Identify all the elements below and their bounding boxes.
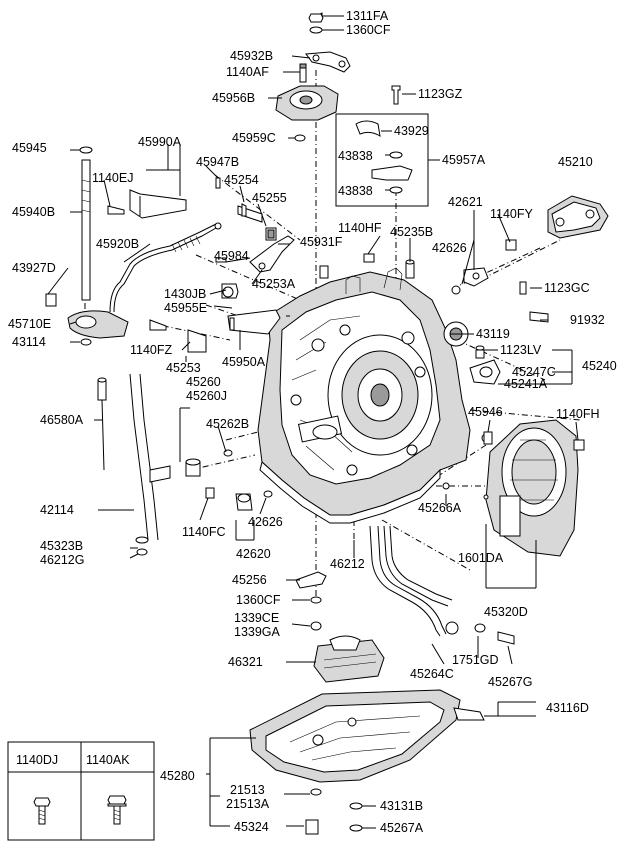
part-label-42626-low[interactable]: 42626 <box>248 515 283 529</box>
part-label-45947B[interactable]: 45947B <box>196 155 239 169</box>
leader-lines <box>47 15 579 829</box>
part-label-1339CE[interactable]: 1339CE <box>234 611 279 625</box>
part-label-43114[interactable]: 43114 <box>12 335 46 349</box>
mounting-bracket <box>505 195 609 295</box>
part-label-45247C[interactable]: 45247C <box>512 365 556 379</box>
part-label-1123LV[interactable]: 1123LV <box>500 343 542 357</box>
part-label-45255[interactable]: 45255 <box>252 191 287 205</box>
part-label-21513[interactable]: 21513 <box>230 783 265 797</box>
part-label-45932B[interactable]: 45932B <box>230 49 273 63</box>
part-number-labels: 1311FA 1360CF 45932B 1140AF 45956B 1123G… <box>8 9 617 835</box>
part-label-45984[interactable]: 45984 <box>214 249 249 263</box>
part-label-45324[interactable]: 45324 <box>234 820 269 834</box>
part-label-45267G[interactable]: 45267G <box>488 675 532 689</box>
part-label-45957A[interactable]: 45957A <box>442 153 486 167</box>
legend-col-1140DJ: 1140DJ <box>16 753 58 767</box>
bolt-1140DJ-icon <box>33 797 51 825</box>
part-label-21513A[interactable]: 21513A <box>226 797 270 811</box>
part-label-43131B[interactable]: 43131B <box>380 799 423 813</box>
part-label-42620[interactable]: 42620 <box>236 547 271 561</box>
part-label-45253[interactable]: 45253 <box>166 361 201 375</box>
select-cable <box>109 222 222 313</box>
case-cover <box>481 419 585 557</box>
part-label-45260[interactable]: 45260 <box>186 375 221 389</box>
inhibitor-switch-group <box>275 12 401 142</box>
bolt-1140AK-icon <box>107 795 127 825</box>
part-label-45950A[interactable]: 45950A <box>222 355 266 369</box>
part-label-1140FY[interactable]: 1140FY <box>490 207 534 221</box>
part-label-46321[interactable]: 46321 <box>228 655 263 669</box>
part-label-45946[interactable]: 45946 <box>468 405 503 419</box>
part-label-45931F[interactable]: 45931F <box>300 235 343 249</box>
part-label-45940B[interactable]: 45940B <box>12 205 55 219</box>
part-label-1140EJ[interactable]: 1140EJ <box>92 171 133 185</box>
pressure-switch-group <box>185 431 493 511</box>
part-label-45323B[interactable]: 45323B <box>40 539 83 553</box>
part-label-43119[interactable]: 43119 <box>476 327 510 341</box>
part-label-1311FA[interactable]: 1311FA <box>346 9 389 23</box>
part-label-43116D[interactable]: 43116D <box>546 701 589 715</box>
part-label-45267A[interactable]: 45267A <box>380 821 424 835</box>
part-label-46580A[interactable]: 46580A <box>40 413 84 427</box>
part-label-45955E[interactable]: 45955E <box>164 301 207 315</box>
detent-linkage <box>149 177 295 353</box>
speed-sensor-box <box>335 113 440 207</box>
part-label-1123GZ[interactable]: 1123GZ <box>418 87 463 101</box>
part-label-43838-b[interactable]: 43838 <box>338 184 373 198</box>
part-label-1360CF-low[interactable]: 1360CF <box>236 593 281 607</box>
part-label-91932[interactable]: 91932 <box>570 313 605 327</box>
part-label-42626-top[interactable]: 42626 <box>432 241 467 255</box>
part-label-45959C[interactable]: 45959C <box>232 131 276 145</box>
part-label-1140FC[interactable]: 1140FC <box>182 525 226 539</box>
part-label-1360CF-top[interactable]: 1360CF <box>346 23 391 37</box>
part-label-1140FH[interactable]: 1140FH <box>556 407 600 421</box>
part-label-45280[interactable]: 45280 <box>160 769 195 783</box>
part-label-1140AF[interactable]: 1140AF <box>226 65 269 79</box>
part-label-46212[interactable]: 46212 <box>330 557 365 571</box>
part-label-45235B[interactable]: 45235B <box>390 225 433 239</box>
part-label-42621[interactable]: 42621 <box>448 195 483 209</box>
legend-col-1140AK: 1140AK <box>86 753 130 767</box>
part-label-1601DA[interactable]: 1601DA <box>458 551 504 565</box>
part-label-1430JB[interactable]: 1430JB <box>164 287 206 301</box>
oil-pan <box>249 689 485 835</box>
part-label-45262B[interactable]: 45262B <box>206 417 249 431</box>
part-label-45266A[interactable]: 45266A <box>418 501 462 515</box>
part-label-42114[interactable]: 42114 <box>40 503 74 517</box>
part-label-43927D[interactable]: 43927D <box>12 261 56 275</box>
bolt-legend-table: 1140DJ 1140AK <box>7 741 155 841</box>
part-label-45945[interactable]: 45945 <box>12 141 47 155</box>
part-label-1751GD[interactable]: 1751GD <box>452 653 499 667</box>
part-label-1123GC[interactable]: 1123GC <box>544 281 590 295</box>
part-label-45710E[interactable]: 45710E <box>8 317 51 331</box>
oil-filter-group <box>295 571 385 683</box>
speed-sensor-parts <box>319 253 489 295</box>
part-label-45256[interactable]: 45256 <box>232 573 267 587</box>
part-label-1140HF[interactable]: 1140HF <box>338 221 382 235</box>
manual-shaft-group <box>45 146 187 346</box>
part-label-45264C[interactable]: 45264C <box>410 667 454 681</box>
part-label-43929[interactable]: 43929 <box>394 124 429 138</box>
part-label-45920B[interactable]: 45920B <box>96 237 139 251</box>
part-label-45253A[interactable]: 45253A <box>252 277 296 291</box>
part-label-45210[interactable]: 45210 <box>558 155 593 169</box>
part-label-45240[interactable]: 45240 <box>582 359 617 373</box>
part-label-46212G[interactable]: 46212G <box>40 553 84 567</box>
part-label-45254[interactable]: 45254 <box>224 173 259 187</box>
part-label-43838-a[interactable]: 43838 <box>338 149 373 163</box>
part-label-45260J[interactable]: 45260J <box>186 389 227 403</box>
part-label-1140FZ[interactable]: 1140FZ <box>130 343 173 357</box>
part-label-45241A[interactable]: 45241A <box>504 377 548 391</box>
part-label-45956B[interactable]: 45956B <box>212 91 255 105</box>
part-label-1339GA[interactable]: 1339GA <box>234 625 281 639</box>
oil-cooler-pipes <box>369 525 515 645</box>
part-label-45320D[interactable]: 45320D <box>484 605 528 619</box>
dipstick-tube <box>97 373 171 556</box>
part-label-45990A[interactable]: 45990A <box>138 135 182 149</box>
transmission-case <box>257 267 471 524</box>
